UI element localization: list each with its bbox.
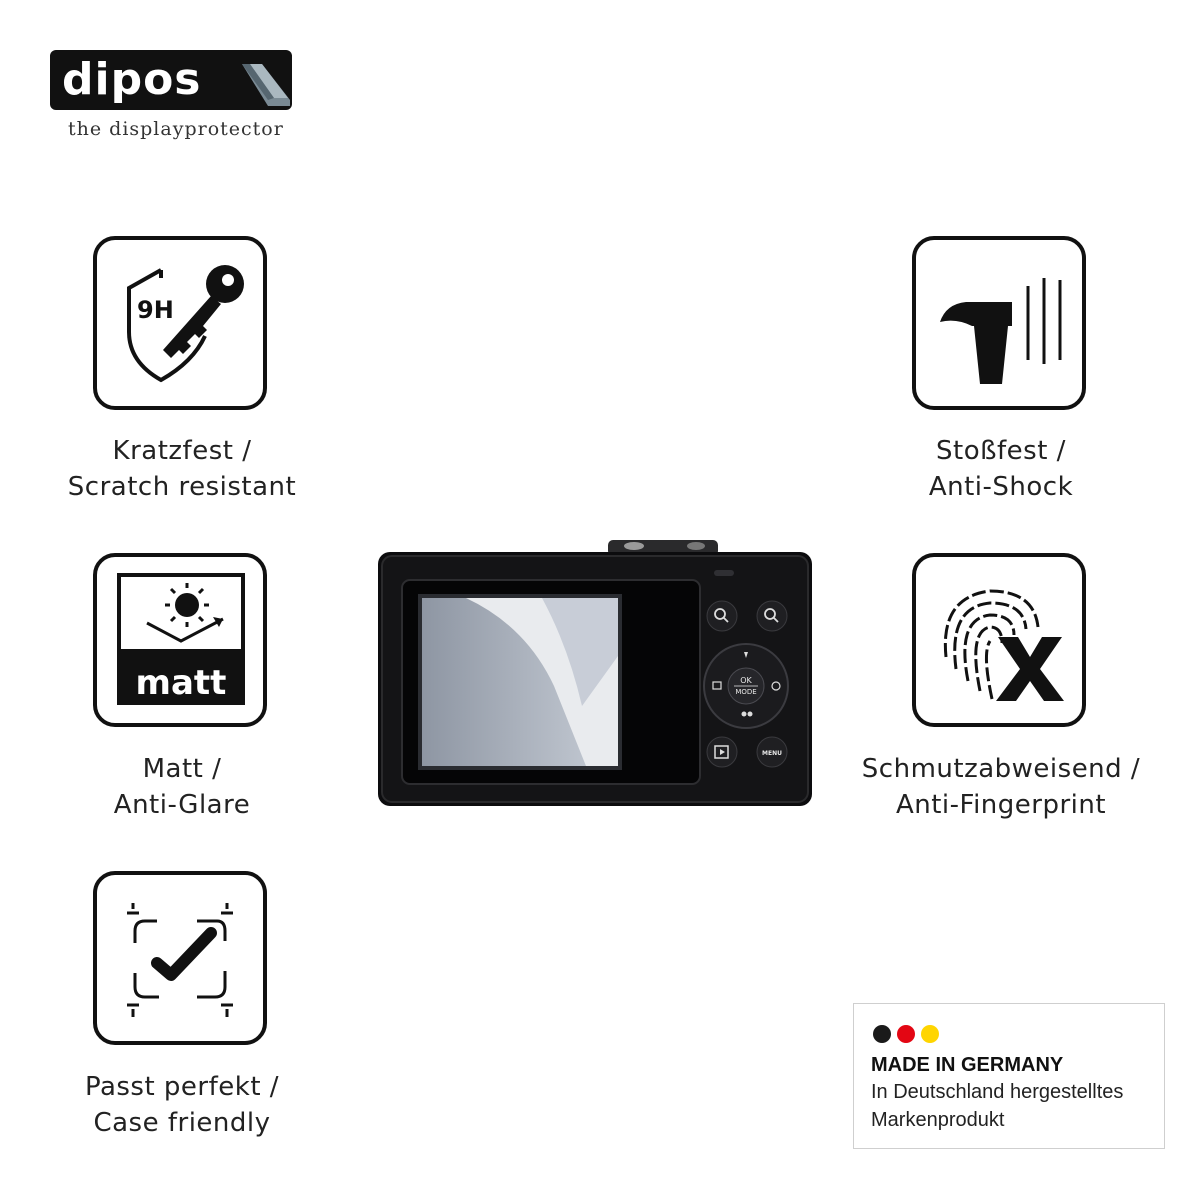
feature-tile-matt: matt [93, 553, 267, 727]
feature-label-fit-en: Case friendly [93, 1108, 271, 1138]
feature-label-shock-en: Anti-Shock [928, 472, 1074, 502]
feature-label-fingerprint-de: Schmutzabweisend / [861, 754, 1141, 784]
zoom-out-button-icon [756, 600, 788, 632]
matt-badge-text: matt [136, 663, 227, 703]
brand-logo-text: dipos [62, 54, 202, 105]
feature-label-matt: Matt / Anti-Glare [22, 751, 342, 823]
shield-key-9h-icon: 9H [127, 265, 244, 383]
made-in-germany-title: MADE IN GERMANY [871, 1054, 1064, 1076]
hammer-icon [940, 278, 1062, 384]
feature-tile-fit [93, 871, 267, 1045]
feature-label-matt-en: Anti-Glare [113, 790, 251, 820]
feature-label-fingerprint-en: Anti-Fingerprint [895, 790, 1107, 820]
brand-tagline: the displayprotector [68, 118, 284, 140]
feature-tile-fingerprint [912, 553, 1086, 727]
feature-label-shock: Stoßfest / Anti-Shock [841, 433, 1161, 505]
feature-label-matt-de: Matt / [142, 754, 222, 784]
feature-label-shock-de: Stoßfest / [936, 436, 1066, 466]
logo-corner-fold-icon [242, 64, 290, 106]
9h-badge-text: 9H [137, 296, 174, 324]
mode-button-label: MODE [735, 688, 756, 696]
camera-illustration: OK MODE MENU [378, 540, 812, 806]
feature-label-fingerprint: Schmutzabweisend / Anti-Fingerprint [841, 751, 1161, 823]
sun-glare-icon: matt [117, 573, 245, 705]
made-in-germany-line2: Markenprodukt [871, 1109, 1005, 1131]
menu-button [756, 736, 788, 768]
ok-button-label: OK [740, 676, 752, 685]
zoom-in-button-icon [706, 600, 738, 632]
gallery-icon [712, 681, 722, 690]
feature-label-fit-de: Passt perfekt / [84, 1072, 280, 1102]
fingerprint-cross-icon [943, 589, 1064, 701]
feature-tile-scratch: 9H [93, 236, 267, 410]
germany-flag-dots-icon [873, 1025, 939, 1043]
brand-logo [50, 50, 292, 110]
feature-label-fit: Passt perfekt / Case friendly [22, 1069, 342, 1141]
checkmark-frame-icon [127, 903, 233, 1017]
scene-icon [741, 711, 747, 717]
feature-label-scratch-de: Kratzfest / [112, 436, 252, 466]
feature-label-scratch: Kratzfest / Scratch resistant [22, 433, 342, 505]
made-in-germany-badge: MADE IN GERMANY In Deutschland hergestel… [853, 1003, 1165, 1149]
feature-label-scratch-en: Scratch resistant [67, 472, 297, 502]
power-icon [771, 681, 781, 691]
menu-button-label: MENU [762, 750, 782, 757]
feature-tile-shock [912, 236, 1086, 410]
made-in-germany-line1: In Deutschland hergestelltes [871, 1081, 1124, 1103]
flash-icon [744, 652, 748, 658]
